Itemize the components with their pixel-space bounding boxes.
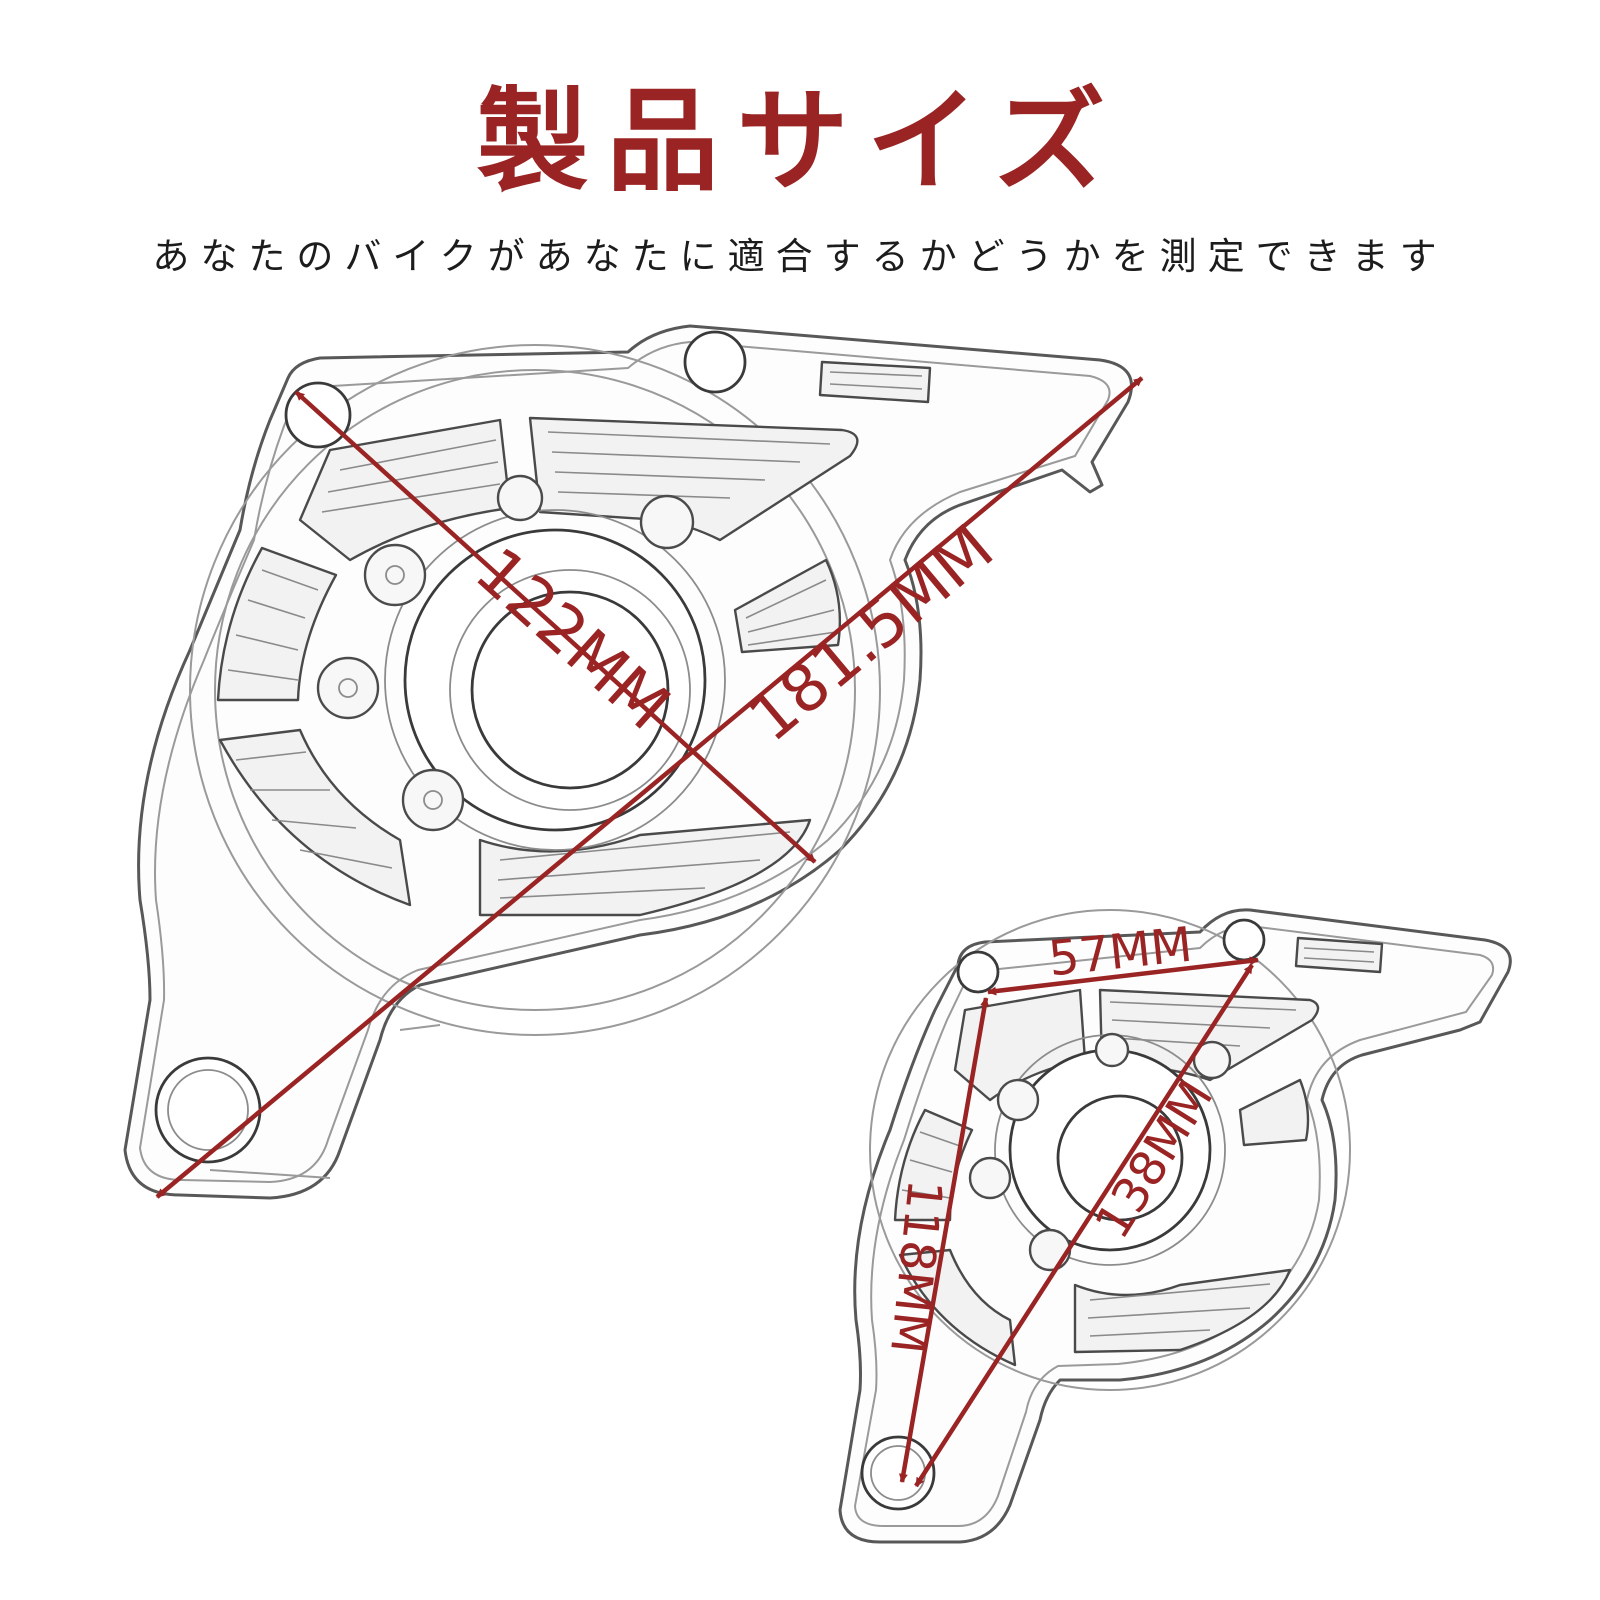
small-bolt-2 bbox=[968, 1156, 1012, 1200]
large-bolt-5 bbox=[639, 494, 695, 550]
large-bolt-1 bbox=[363, 543, 427, 607]
page-title: 製品サイズ bbox=[476, 77, 1124, 207]
large-tab-top-right bbox=[818, 360, 932, 404]
large-mount-hole-top bbox=[683, 330, 747, 394]
small-mount-hole-top bbox=[1222, 918, 1266, 962]
small-pocket-right bbox=[1238, 1078, 1310, 1147]
page-subtitle: あなたのバイクがあなたに適合するかどうかを測定できます bbox=[152, 235, 1448, 278]
large-bolt-4 bbox=[496, 474, 544, 522]
large-bolt-3 bbox=[401, 768, 465, 832]
small-bolt-1 bbox=[996, 1078, 1040, 1122]
small-tab-top-right bbox=[1294, 936, 1384, 974]
small-bolt-3 bbox=[1028, 1228, 1072, 1272]
dim-line-181-5mm bbox=[155, 376, 1144, 1199]
small-bolt-4 bbox=[1094, 1032, 1130, 1068]
dim-line-138mm bbox=[914, 963, 1254, 1488]
small-mount-hole-top-left bbox=[956, 950, 1000, 994]
large-mount-hole-bottom bbox=[154, 1056, 262, 1164]
large-bolt-2 bbox=[316, 656, 380, 720]
